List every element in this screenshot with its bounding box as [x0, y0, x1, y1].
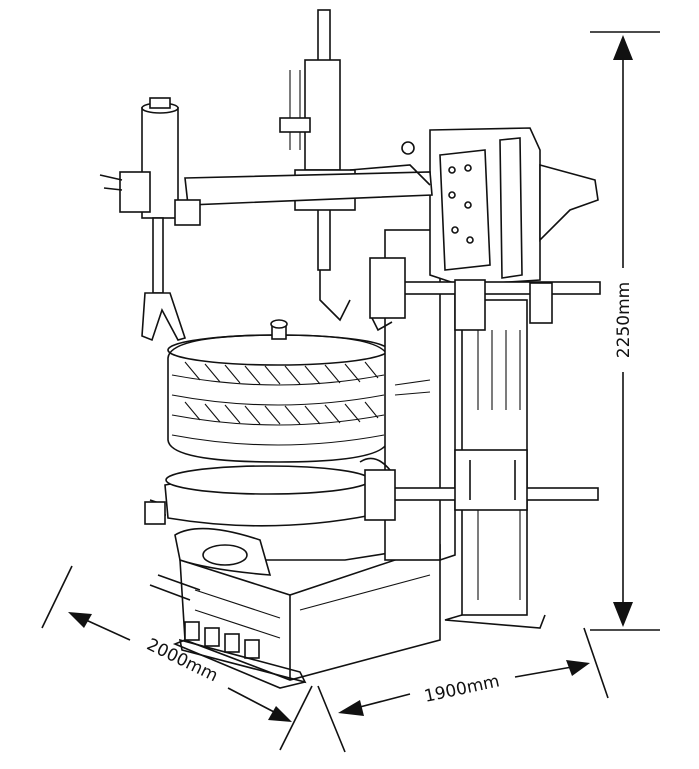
depth-dim-line-lower — [227, 687, 277, 714]
press-arm — [99, 97, 201, 342]
swing-arm — [184, 141, 433, 206]
depth-extension-right — [279, 685, 313, 751]
height-arrow-bottom — [613, 602, 633, 627]
depth-arrow-right — [268, 706, 292, 722]
turntable — [144, 465, 373, 527]
mount-head-column — [279, 9, 356, 322]
depth-arrow-left — [68, 612, 92, 628]
width-extension-right — [583, 627, 609, 699]
width-label: 1900mm — [423, 671, 502, 706]
machine-base — [172, 544, 441, 689]
height-arrow-top — [613, 35, 633, 60]
depth-dim-line-upper — [85, 619, 131, 641]
width-arrow-left — [338, 700, 364, 716]
depth-extension-left — [41, 565, 73, 629]
width-extension-left — [317, 685, 346, 753]
helper-arm-upper — [369, 257, 601, 332]
width-arrow-right — [566, 660, 590, 676]
tire — [167, 319, 389, 463]
main-tower — [429, 127, 599, 286]
bead-breaker — [149, 527, 272, 601]
height-dimension: 2250mm — [590, 31, 660, 631]
machine — [99, 9, 601, 689]
width-dim-line-right — [514, 666, 573, 678]
width-dim-line-left — [355, 693, 411, 709]
height-label: 2250mm — [614, 282, 634, 358]
helper-arm-lower — [359, 449, 599, 521]
